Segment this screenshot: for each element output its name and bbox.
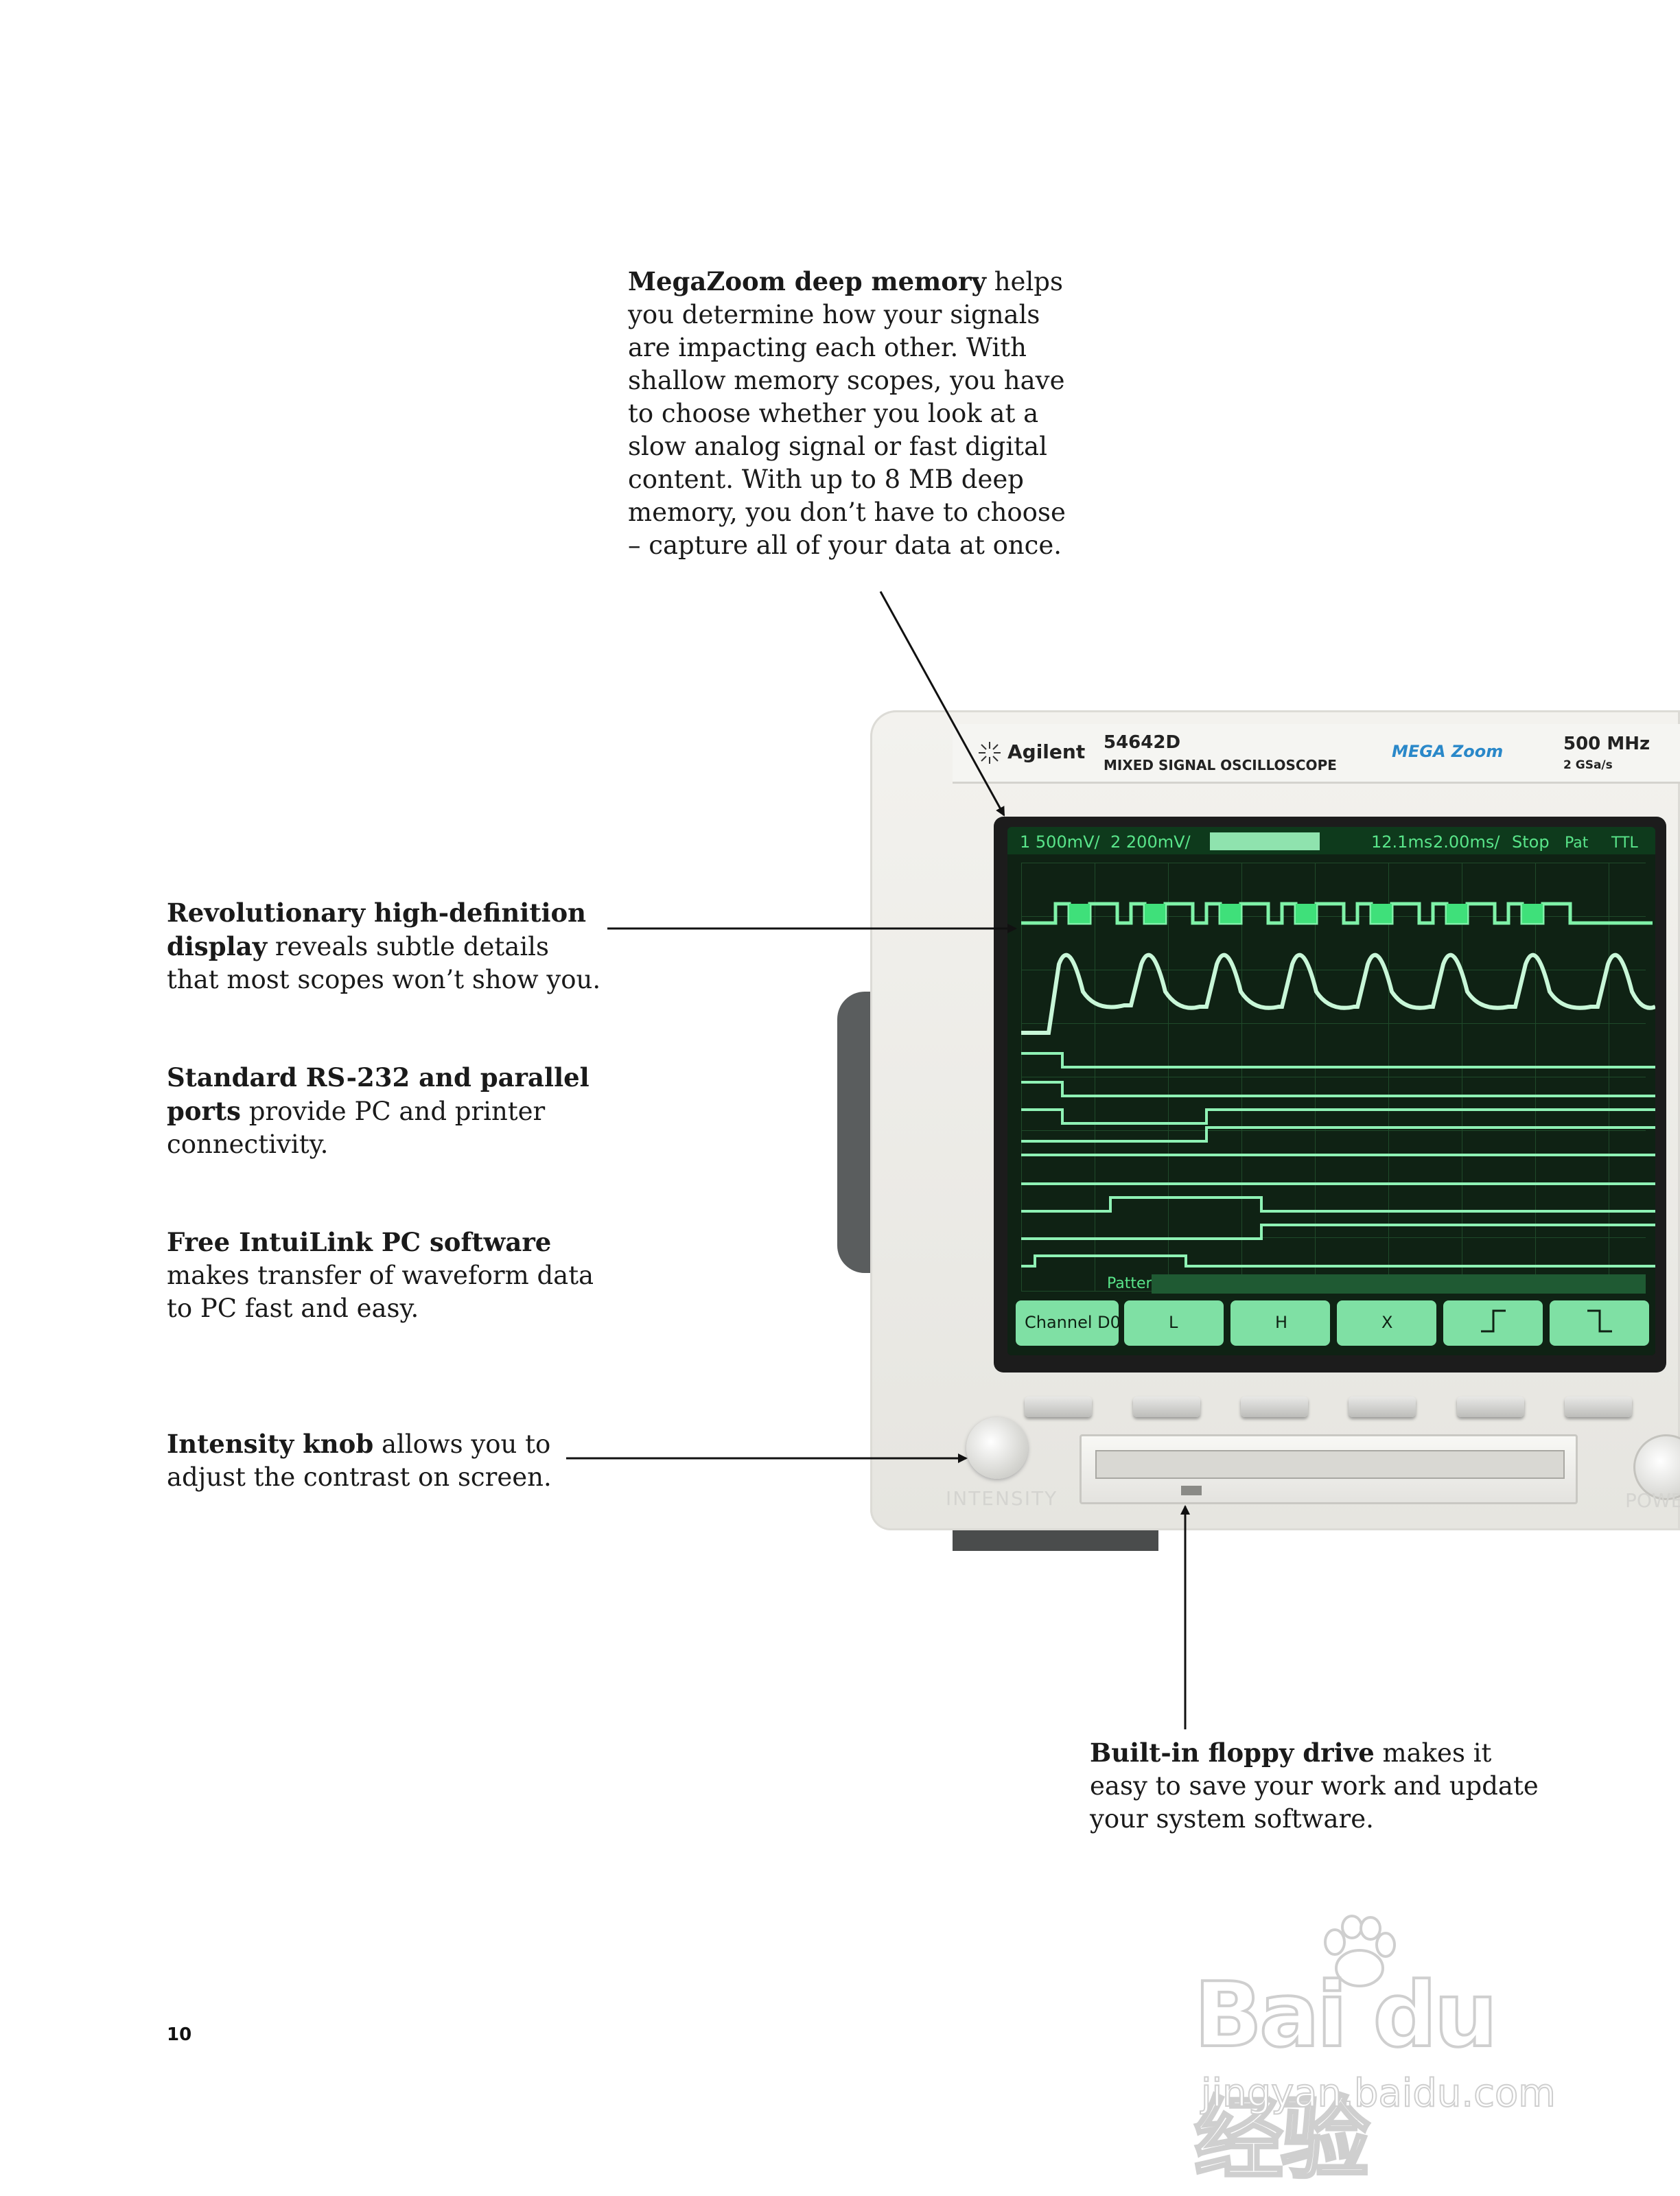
status-ch2: 2 200mV/ xyxy=(1110,832,1191,852)
callout-floppy: Built-in floppy drive makes it easy to s… xyxy=(1090,1736,1543,1836)
digital-channels-trace xyxy=(1021,1052,1655,1268)
callout-ports-title: Standard RS-232 and parallel ports xyxy=(167,1062,590,1126)
intensity-knob[interactable] xyxy=(966,1417,1028,1479)
softkey-x-label: X xyxy=(1381,1313,1392,1332)
scope-brand-bar: Agilent 54642D MIXED SIGNAL OSCILLOSCOPE… xyxy=(953,724,1680,784)
callout-intuilink: Free IntuiLink PC software makes transfe… xyxy=(167,1226,606,1325)
softkey-l-label: L xyxy=(1169,1313,1178,1332)
status-ch1: 1 500mV/ xyxy=(1020,832,1101,852)
softkey-1-button[interactable] xyxy=(1025,1397,1092,1417)
baidu-paw-icon xyxy=(1324,1915,1396,1987)
softkey-5-button[interactable] xyxy=(1457,1397,1524,1417)
callout-display-text: reveals subtle details that most scopes … xyxy=(167,932,601,994)
channel-2-trace xyxy=(1021,953,1655,1035)
scope-brand: Agilent xyxy=(1007,740,1086,763)
status-trigger: Pat xyxy=(1565,834,1589,852)
scope-screen: 1 500mV/ 2 200mV/ 12.1ms 2.00ms/ Stop Pa… xyxy=(1007,827,1655,1355)
waveform-display: 1 500mV/ 2 200mV/ 12.1ms 2.00ms/ Stop Pa… xyxy=(1007,827,1655,1355)
scope-model: 54642D xyxy=(1104,732,1181,753)
agilent-spark-icon xyxy=(979,742,1001,764)
callout-display: Revolutionary high-definition display re… xyxy=(167,896,606,996)
floppy-slot xyxy=(1095,1450,1565,1479)
rising-edge-icon xyxy=(1481,1309,1506,1333)
callout-floppy-text: makes it easy to save your work and upda… xyxy=(1090,1738,1539,1834)
callout-megazoom-text: helps you determine how your signals are… xyxy=(628,267,1066,560)
status-time: 12.1ms xyxy=(1371,832,1432,852)
callout-intuilink-text: makes transfer of waveform data to PC fa… xyxy=(167,1261,594,1323)
scope-feet xyxy=(953,1530,1158,1551)
baidu-watermark: Bai du 经验 jingyan.baidu.com xyxy=(1193,1915,1578,2193)
oscilloscope-image: Agilent 54642D MIXED SIGNAL OSCILLOSCOPE… xyxy=(837,710,1680,1551)
softkey-6-button[interactable] xyxy=(1565,1397,1632,1417)
floppy-eject-button[interactable] xyxy=(1181,1486,1202,1495)
falling-edge-icon xyxy=(1587,1309,1612,1333)
status-timebase: 2.00ms/ xyxy=(1433,832,1500,852)
callout-ports: Standard RS-232 and parallel ports provi… xyxy=(167,1061,606,1161)
scope-description: MIXED SIGNAL OSCILLOSCOPE xyxy=(1104,757,1337,773)
softkey-4-button[interactable] xyxy=(1349,1397,1416,1417)
intensity-label: INTENSITY xyxy=(946,1487,1058,1510)
softkey-h-label: H xyxy=(1275,1313,1287,1332)
megazoom-logo: MEGA Zoom xyxy=(1392,742,1504,761)
status-logic: TTL xyxy=(1611,834,1638,852)
callout-intensity-text: allows you to adjust the contrast on scr… xyxy=(167,1429,552,1492)
softkey-channel-label: Channel D0 xyxy=(1025,1313,1121,1332)
watermark-url: jingyan.baidu.com xyxy=(1200,2070,1556,2116)
callout-intensity-title: Intensity knob xyxy=(167,1429,374,1459)
softkey-3-button[interactable] xyxy=(1241,1397,1308,1417)
page-number: 10 xyxy=(167,2024,192,2045)
callout-megazoom: MegaZoom deep memory helps you determine… xyxy=(628,265,1081,562)
callout-display-title: Revolutionary high-definition display xyxy=(167,898,587,961)
channel-1-burst-fill xyxy=(1069,904,1543,923)
softkey-labels: Channel D0 L H X xyxy=(1016,1300,1649,1346)
scope-sample-rate: 2 GSa/s xyxy=(1563,758,1613,772)
callout-intuilink-title: Free IntuiLink PC software xyxy=(167,1227,552,1257)
callout-intensity: Intensity knob allows you to adjust the … xyxy=(167,1427,606,1494)
callout-floppy-title: Built-in floppy drive xyxy=(1090,1738,1375,1768)
status-run-state: Stop xyxy=(1512,832,1550,852)
floppy-drive xyxy=(1080,1434,1578,1504)
callout-ports-text: provide PC and printer connectivity. xyxy=(167,1097,546,1159)
callout-megazoom-title: MegaZoom deep memory xyxy=(628,266,986,296)
scope-bandwidth: 500 MHz xyxy=(1563,734,1650,754)
softkey-2-button[interactable] xyxy=(1133,1397,1200,1417)
power-label: POWER xyxy=(1625,1489,1680,1512)
